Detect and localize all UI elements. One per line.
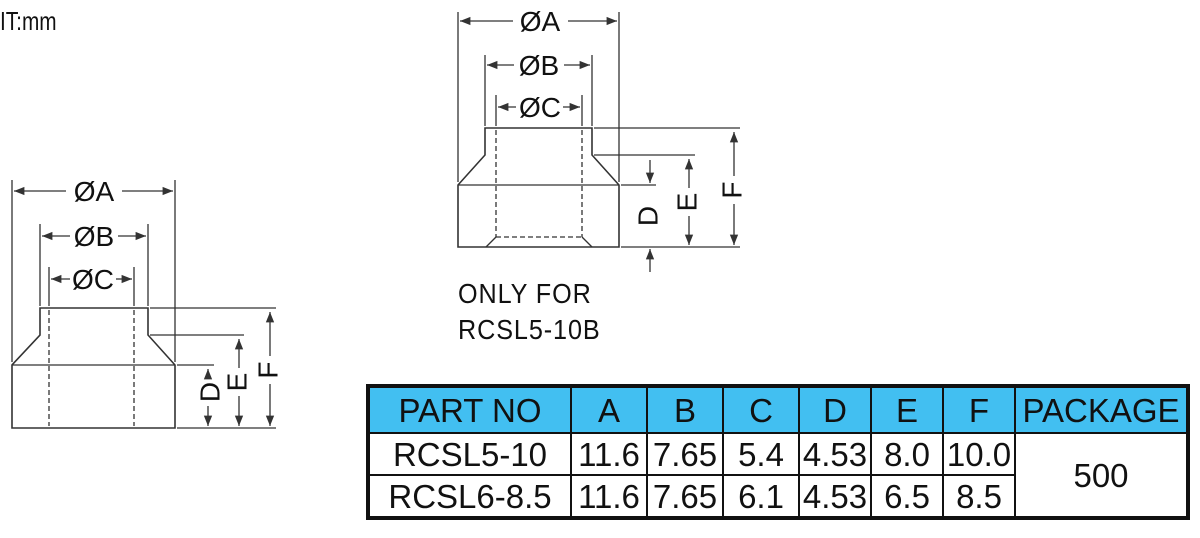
- header-b: B: [646, 385, 724, 434]
- cell-e: 6.5: [870, 474, 944, 519]
- right-dim-b-label: ØB: [519, 50, 559, 81]
- left-dim-a-label: ØA: [74, 176, 115, 207]
- left-drawing: ØA ØB ØC D E F: [11, 176, 283, 429]
- cell-d: 4.53: [798, 474, 872, 519]
- cell-c: 6.1: [722, 474, 800, 519]
- left-dim-b-label: ØB: [74, 221, 114, 252]
- note-line-1: ONLY FOR: [458, 278, 592, 309]
- cell-c: 5.4: [722, 432, 800, 476]
- right-drawing: ØA ØB ØC D E F: [457, 6, 747, 272]
- right-dim-d-label: D: [632, 206, 663, 226]
- left-dim-c-label: ØC: [72, 264, 114, 295]
- cell-part-no: RCSL5-10: [367, 432, 572, 476]
- right-body-outline: [457, 127, 620, 248]
- right-dim-c-label: ØC: [519, 92, 561, 123]
- header-d: D: [798, 385, 872, 434]
- cell-f: 10.0: [942, 432, 1016, 476]
- cell-b: 7.65: [646, 474, 724, 519]
- table-row: RCSL6-8.5 11.6 7.65 6.1 4.53 6.5 8.5: [367, 474, 1188, 519]
- right-dim-e-label: E: [671, 193, 702, 212]
- header-package: PACKAGE: [1014, 385, 1189, 434]
- header-c: C: [722, 385, 800, 434]
- cell-e: 8.0: [870, 432, 944, 476]
- cell-b: 7.65: [646, 432, 724, 476]
- cell-a: 11.6: [570, 474, 648, 519]
- header-f: F: [942, 385, 1016, 434]
- spec-table: PART NO A B C D E F PACKAGE RCSL5-10 11.…: [366, 384, 1190, 520]
- unit-label: IT:mm: [0, 6, 57, 36]
- left-dim-f-label: F: [252, 361, 283, 378]
- cell-d: 4.53: [798, 432, 872, 476]
- table-row: RCSL5-10 11.6 7.65 5.4 4.53 8.0 10.0 500: [367, 432, 1189, 519]
- right-dim-f-label: F: [716, 181, 747, 198]
- table-header-row: PART NO A B C D E F PACKAGE: [367, 385, 1189, 434]
- right-dim-a-label: ØA: [520, 6, 561, 37]
- left-dim-e-label: E: [221, 373, 252, 392]
- header-a: A: [570, 385, 648, 434]
- cell-package: 500: [1014, 432, 1189, 519]
- cell-f: 8.5: [942, 474, 1016, 519]
- left-body-outline: [11, 307, 176, 429]
- cell-part-no: RCSL6-8.5: [367, 474, 572, 519]
- header-e: E: [870, 385, 944, 434]
- left-dim-d-label: D: [194, 382, 225, 402]
- header-part-no: PART NO: [367, 385, 572, 434]
- note-line-2: RCSL5-10B: [458, 314, 601, 345]
- cell-a: 11.6: [570, 432, 648, 476]
